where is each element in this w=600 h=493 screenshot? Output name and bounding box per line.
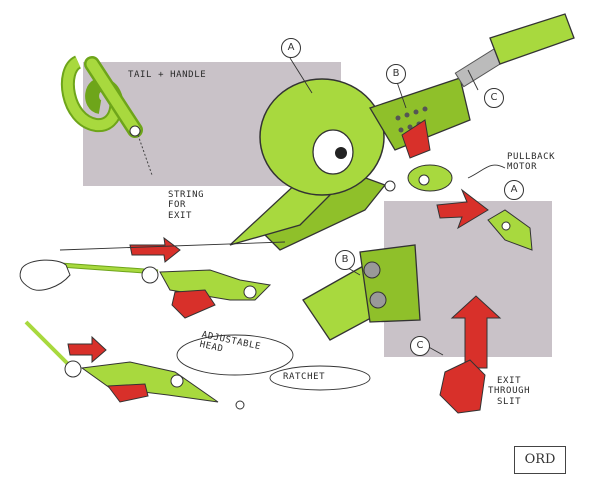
creature-head [229, 13, 575, 251]
marker-c-top: C [484, 88, 504, 108]
creature-side-1 [59, 236, 272, 319]
marker-b-mid: B [335, 250, 355, 270]
arrow-pullback [436, 188, 489, 230]
label-pullback-motor: PULLBACK MOTOR [507, 152, 556, 173]
marker-b-top: B [386, 64, 406, 84]
leader-lines [59, 57, 506, 391]
head-right [487, 209, 533, 251]
label-ratchet: RATCHET [283, 372, 326, 382]
signature-box: ORD [514, 446, 566, 474]
pullback-motor-creature [384, 164, 453, 192]
label-string-for-exit: STRING FOR EXIT [168, 190, 205, 221]
label-exit-through-slit: EXIT THROUGH SLIT [488, 376, 531, 407]
red-body [439, 359, 486, 414]
marker-a-right: A [504, 180, 524, 200]
creature-side-2 [24, 320, 245, 410]
marker-a-top: A [281, 38, 301, 58]
arrow-exit [450, 295, 502, 369]
marker-c-mid: C [410, 336, 430, 356]
ratchet-joint [302, 244, 421, 341]
tail-spiral [60, 55, 153, 176]
hand [19, 259, 71, 291]
label-tail-handle: TAIL + HANDLE [128, 70, 207, 80]
